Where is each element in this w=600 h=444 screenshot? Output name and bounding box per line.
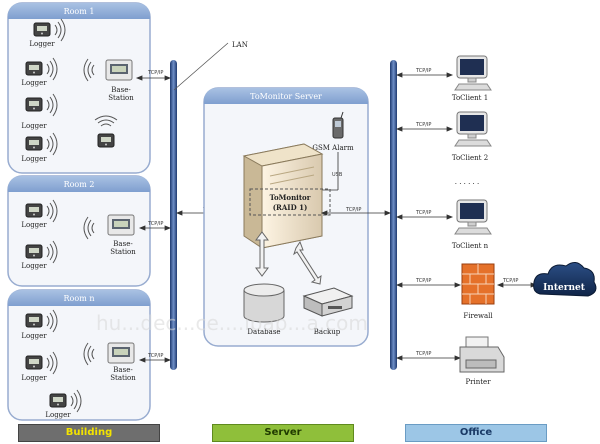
- footer-office: Office: [405, 424, 547, 442]
- logger-device: Logger: [21, 199, 58, 229]
- client-label: ToClient n: [452, 242, 489, 250]
- svg-text:Logger: Logger: [29, 40, 55, 48]
- svg-text:Logger: Logger: [21, 221, 47, 229]
- database-label: Database: [247, 328, 280, 336]
- logger-device: Logger: [45, 389, 82, 419]
- internet-cloud-icon: [533, 262, 597, 297]
- room-title: Room 2: [64, 180, 95, 189]
- client-pc-icon[interactable]: [454, 55, 492, 91]
- svg-text:TCP/IP: TCP/IP: [147, 70, 163, 76]
- server-name: ToMonitor: [270, 193, 311, 202]
- gsm-phone-icon: [332, 111, 344, 139]
- logger-device: Logger: [29, 18, 66, 48]
- database-icon: [243, 283, 285, 323]
- room-title: Room n: [64, 294, 95, 303]
- firewall-label: Firewall: [463, 312, 493, 320]
- lan-label: LAN: [232, 41, 248, 49]
- svg-text:TCP/IP: TCP/IP: [345, 207, 361, 213]
- base-station: Base-Station: [83, 58, 134, 102]
- svg-text:Logger: Logger: [21, 79, 47, 87]
- room-panel-1: Room 1: [7, 2, 151, 174]
- client-pc-icon[interactable]: [454, 199, 492, 235]
- firewall-icon: [461, 263, 495, 305]
- server-tower-icon: [242, 143, 324, 249]
- backup-link: [293, 240, 322, 285]
- printer-icon: [459, 336, 505, 373]
- logger-device: Logger: [21, 93, 58, 130]
- client-label: ToClient 2: [452, 154, 488, 162]
- svg-text:TCP/IP: TCP/IP: [147, 221, 163, 227]
- svg-text:Logger: Logger: [21, 262, 47, 270]
- backup-drive-icon: [302, 287, 354, 317]
- svg-text:TCP/IP: TCP/IP: [415, 278, 431, 284]
- printer-label: Printer: [465, 378, 491, 386]
- svg-text:TCP/IP: TCP/IP: [502, 278, 518, 284]
- svg-text:TCP/IP: TCP/IP: [415, 68, 431, 74]
- base-station: Base-Station: [83, 342, 136, 382]
- station-label: Base-Station: [110, 366, 136, 382]
- room-panel-n: Room n: [7, 289, 151, 421]
- lan-bus-left: [170, 60, 177, 370]
- footer-server: Server: [212, 424, 354, 442]
- lan-bus-right: [390, 60, 397, 370]
- raid-box: [249, 188, 331, 216]
- svg-text:TCP/IP: TCP/IP: [147, 353, 163, 359]
- room-title: Room 1: [64, 7, 95, 16]
- footer-building: Building: [18, 424, 160, 442]
- logger-device: Logger: [21, 240, 58, 270]
- svg-text:TCP/IP: TCP/IP: [415, 210, 431, 216]
- server-title: ToMonitor Server: [250, 92, 322, 101]
- room-panel-2: Room 2: [7, 175, 151, 287]
- svg-text:TCP/IP: TCP/IP: [415, 122, 431, 128]
- svg-text:Logger: Logger: [21, 374, 47, 382]
- svg-text:Logger: Logger: [21, 155, 47, 163]
- watermark: hu...dec...ce....ibab...a.com: [96, 311, 368, 335]
- client-label: ToClient 1: [452, 94, 488, 102]
- svg-text:TCP/IP: TCP/IP: [415, 351, 431, 357]
- station-label: Base-Station: [108, 86, 134, 102]
- db-link: [255, 231, 269, 277]
- gsm-label: GSM Alarm: [312, 144, 354, 152]
- logger-device: Logger: [21, 132, 58, 163]
- internet-label: Internet: [543, 283, 586, 293]
- svg-text:Logger: Logger: [21, 332, 47, 340]
- client-pc-icon[interactable]: [454, 111, 492, 147]
- logger-device: Logger: [21, 57, 58, 87]
- svg-text:Logger: Logger: [45, 411, 71, 419]
- logger-device: Logger: [21, 309, 58, 340]
- svg-text:Logger: Logger: [21, 122, 47, 130]
- ellipsis: . . . . . .: [455, 178, 479, 186]
- usb-label: USB: [332, 172, 343, 178]
- raid-label: (RAID 1): [273, 203, 308, 212]
- base-station: Base-Station: [83, 214, 136, 256]
- backup-label: Backup: [314, 328, 341, 336]
- station-label: Base-Station: [110, 240, 136, 256]
- logger-device: Logger: [21, 351, 58, 382]
